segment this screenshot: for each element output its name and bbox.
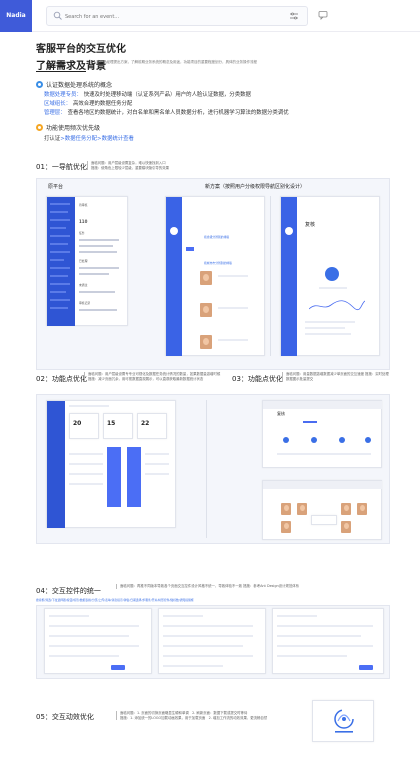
popover [311, 515, 337, 525]
search-box[interactable] [46, 6, 308, 26]
priority-title-row: 功能使用频次优先级 [36, 123, 100, 132]
page-title: 客服平台的交互优化 [36, 44, 126, 55]
dashboard-mock: 20 15 22 [46, 400, 176, 528]
top-bar: Nadia [0, 0, 420, 32]
understand-heading: 了解需求及背景 [36, 61, 106, 72]
stat-card: 22 [137, 413, 167, 439]
stat-card: 15 [103, 413, 133, 439]
old-platform-mock: 待审核 110 任务 已处理 未通过 审核记录 [46, 196, 128, 326]
priority-flow: 打认证>数据任务分配>数据统计查看 [44, 136, 134, 142]
face-thumbnail [200, 271, 212, 285]
face-thumbnail [200, 335, 212, 349]
section-4-desc: 面临问题：再推不同版本导致各个页面交互控件设计风格不统一，导致体验不一致 措施：… [116, 584, 376, 589]
review-mock-bottom [262, 480, 382, 540]
section-5-desc: 面临问题：1. 页面的切换页面略显生硬和单调 2. 刷新页面：数据下载或提交时等… [116, 711, 296, 720]
review-title-2: 复核 [277, 411, 285, 416]
review-title: 复核 [305, 222, 316, 228]
loading-logo-icon [334, 709, 354, 733]
panel-divider [206, 400, 207, 538]
form-mock-3 [272, 608, 384, 674]
original-label: 原平台 [48, 184, 64, 190]
section-1-desc: 面临问题：用户层级设置复杂，难以快速找到入口 措施：使角色上限较少层级，重要模块… [87, 161, 169, 170]
section-3-desc: 面临问题：用量数据激增数据减少单页面的交互速度 措施：实时处理数据图示批量提交 [282, 372, 390, 381]
old-list-item[interactable]: 任务 [79, 231, 85, 235]
highlight-block [127, 447, 141, 507]
bullet-icon [36, 124, 43, 131]
concept-title: 认证数据处理系统的概念 [46, 82, 113, 89]
old-list-item[interactable]: 未通过 [79, 283, 88, 287]
face-thumbnail [200, 303, 212, 317]
role-line-3: 管理层：查看各地区的数据统计，对白名单和黑名单人员数据分析，进行机器学习算法的数… [44, 110, 289, 116]
filter-icon[interactable] [289, 11, 299, 21]
trend-chart [309, 300, 365, 311]
face-thumbnail [281, 503, 291, 515]
concept-title-row: 认证数据处理系统的概念 [36, 80, 112, 89]
priority-title: 功能使用频次优先级 [46, 125, 101, 132]
section-4-label: 04：交互控件的统一 [36, 587, 101, 595]
stat-card: 20 [69, 413, 99, 439]
bullet-icon [36, 81, 43, 88]
old-list-item[interactable]: 已处理 [79, 259, 88, 263]
new-scheme-label: 新方案（按照用户分级权限导航区别化设计） [205, 184, 306, 190]
old-list-count: 110 [79, 219, 88, 224]
role-line-1: 数据处理专员：快速及时处理移动端（认证系列产品）用户的人脸认证数据，分类数据 [44, 92, 251, 98]
search-icon [53, 11, 62, 20]
highlight-block [107, 447, 121, 507]
face-thumbnail [357, 503, 367, 515]
form-mock-2 [158, 608, 266, 674]
section-5-label: 05：交互动效优化 [36, 713, 94, 721]
section-1-label: 01：一导航优化 [36, 163, 87, 171]
annotation-province: 按省级分辨别的排版 [204, 235, 230, 239]
primary-button[interactable] [359, 665, 373, 670]
heading-underline [36, 71, 86, 72]
annotation-city: 按城市市分辨别的排版 [204, 261, 232, 265]
old-sidebar [47, 197, 75, 326]
old-list-item[interactable]: 审核记录 [79, 301, 91, 305]
component-list: 搜索框/筛选/下拉选择器/按钮/标签/数据表格/分页/上传/表单/消息提示/弹窗… [36, 598, 194, 602]
section-2-desc: 面临问题：用户层级设置专专业可视化及数据任务统计情况的数量，如果数据量激增时候 … [84, 372, 224, 381]
brand-logo[interactable]: Nadia [0, 0, 32, 32]
understand-description: 对产品经理提出方案，了解前期业务系统的概念及用途，功能项目的重要程度划分，具体的… [96, 60, 257, 64]
section-3-label: 03：功能点优化 [232, 375, 283, 383]
face-thumbnail [341, 521, 351, 533]
old-list-item[interactable]: 待审核 [79, 203, 88, 207]
user-avatar [325, 267, 339, 281]
new-scheme-mock-province: 按省级分辨别的排版 按城市市分辨别的排版 [165, 196, 265, 356]
panel-divider [270, 196, 271, 356]
face-thumbnail [341, 503, 351, 515]
search-input[interactable] [65, 10, 265, 23]
form-mock-1 [44, 608, 152, 674]
chat-icon[interactable] [318, 10, 328, 20]
primary-button[interactable] [111, 665, 125, 670]
face-thumbnail [281, 521, 291, 533]
new-scheme-mock-review: 复核 [280, 196, 380, 356]
face-thumbnail [297, 503, 307, 515]
section-2-label: 02：功能点优化 [36, 375, 87, 383]
review-mock-top: 复核 [262, 400, 382, 468]
role-line-2: 区域组长：高效合理的数据任务分配 [44, 101, 133, 107]
loading-logo-card [312, 700, 374, 742]
